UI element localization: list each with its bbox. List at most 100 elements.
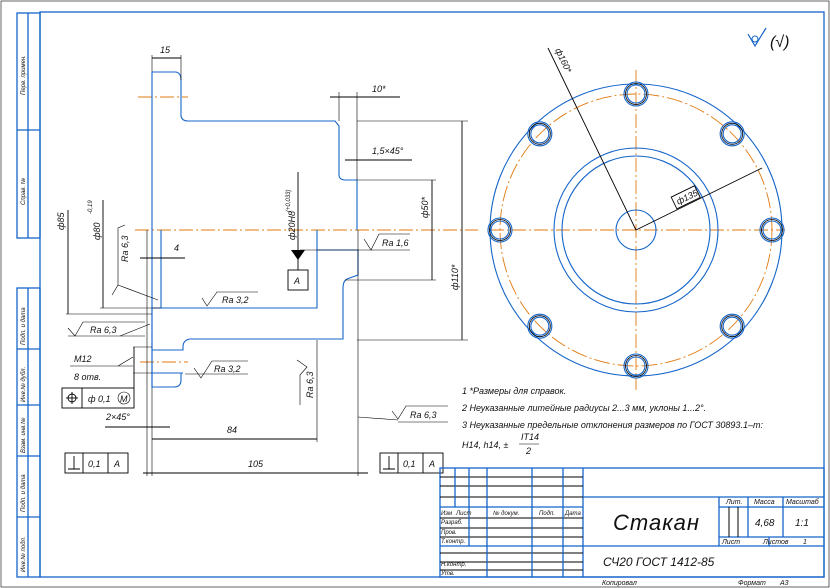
section-hatch-body [151, 249, 359, 351]
dim-160-line [547, 47, 637, 231]
copied-label: Копировал [602, 580, 637, 587]
bolt-hole [719, 313, 745, 339]
roughness-ra32-top: Ra 3,2 [222, 295, 249, 305]
dim-80-tolerance: -0,19 [88, 200, 94, 214]
technical-notes: 1 *Размеры для справок. 2 Неуказанные ли… [461, 386, 763, 456]
end-view: ф160* ф135 [487, 46, 785, 390]
col-izm: Изм [441, 511, 452, 517]
dim-105: 105 [248, 459, 264, 469]
dim-85: ф85 [56, 211, 66, 230]
col-date: Дата [564, 511, 581, 517]
stamp-sprav: Справ. № [20, 177, 27, 205]
center-bore [615, 209, 657, 251]
perp-left-value: 0,1 [88, 459, 101, 469]
roughness-ra63-right: Ra 6,3 [410, 410, 437, 420]
roughness-ra63-vertical: Ra 6,3 [305, 371, 315, 398]
sheets-label: Листов [762, 539, 789, 546]
format-label: Формат [738, 580, 766, 587]
perpendicularity-frame-left: 0,1 A [64, 452, 129, 474]
role-check: Пров. [441, 530, 457, 536]
side-stamp: Перв. примен. Справ. № Подп. и дата Инв.… [16, 12, 41, 578]
lit-label: Лит. [725, 499, 742, 506]
dim-4: 4 [174, 243, 179, 253]
dim-m12: M12 [74, 354, 92, 364]
outer-circle [489, 83, 783, 377]
dim-20: ф20H8 [287, 211, 297, 240]
dim-chamfer-2: 2×45° [105, 412, 130, 422]
sheet-label: Лист [721, 539, 740, 546]
note-fraction-denominator: 2 [525, 446, 531, 456]
bolt-hole [719, 121, 745, 147]
format-value: А3 [779, 580, 789, 587]
dim-160: ф160* [553, 46, 574, 74]
upper-outline [152, 71, 358, 230]
dim-110: ф110* [450, 264, 460, 290]
bolt-holes [487, 81, 785, 379]
position-modifier: M [120, 394, 128, 404]
roughness-marks: Ra 6,3 Ra 6,3 Ra 3,2 Ra 3,2 Ra 6,3 Ra 6,… [67, 27, 789, 423]
role-ncontrol: Н.контр. [441, 562, 466, 568]
role-tcontrol: Т.контр. [441, 539, 465, 545]
part-name: Стакан [613, 510, 700, 535]
position-value: ф 0,1 [88, 394, 111, 404]
stamp-vzam-inv: Взам. инв.№ [20, 417, 27, 453]
bolt-hole [759, 217, 785, 243]
note-3: 3 Неуказанные предельные отклонения разм… [462, 420, 763, 430]
mass-value: 4,68 [755, 518, 775, 529]
dim-135-line [635, 167, 763, 231]
dim-50: ф50* [420, 196, 430, 218]
inner-frame [39, 11, 825, 578]
perp-left-datum: A [113, 459, 120, 469]
note-1: 1 *Размеры для справок. [462, 386, 566, 396]
stamp-inv-podl: Инв.№ подл. [20, 536, 27, 572]
general-roughness-symbol: (√) [747, 27, 789, 51]
col-doc: № докум. [493, 510, 519, 517]
stamp-podp-data-2: Подп. и дата [21, 474, 27, 512]
dim-holes: 8 отв. [74, 372, 101, 382]
perpendicularity-icon [68, 456, 80, 470]
dim-chamfer-15: 1,5×45° [372, 146, 404, 156]
mass-label: Масса [754, 499, 775, 506]
bolt-circle [499, 93, 773, 367]
perp-right-datum: A [428, 459, 435, 469]
roughness-ra63-left: Ra 6,3 [90, 325, 117, 335]
stamp-podp-data-1: Подп. и дата [21, 307, 27, 345]
perp-right-value: 0,1 [403, 459, 416, 469]
datum-a: A [287, 250, 309, 291]
roughness-ra16: Ra 1,6 [382, 238, 409, 248]
general-roughness-text: (√) [770, 34, 789, 51]
position-tolerance-frame: ф 0,1 M [61, 387, 135, 409]
bolt-hole [527, 313, 553, 339]
sheets-value: 1 [803, 539, 807, 546]
dim-15: 15 [160, 45, 171, 55]
role-dev: Разраб. [441, 520, 463, 526]
roughness-ra32-low: Ra 3,2 [214, 364, 241, 374]
scale-value: 1:1 [795, 518, 809, 529]
dim-84: 84 [227, 425, 237, 435]
section-hatch-flange [151, 372, 182, 388]
perpendicularity-icon [383, 456, 395, 470]
datum-label: A [293, 276, 300, 286]
bolt-hole [623, 81, 649, 107]
dim-20-tolerance: (+0,033) [286, 189, 292, 212]
role-approve: Утв. [440, 571, 455, 577]
note-4: H14, h14, ± [462, 440, 509, 450]
section-view [135, 71, 478, 476]
bolt-hole [487, 217, 513, 243]
dimensions: 15 10* 1,5×45° ф110* ф50* ф20H8 (+0,033)… [56, 45, 468, 474]
part-material: СЧ20 ГОСТ 1412-85 [603, 555, 715, 569]
bolt-hole [527, 121, 553, 147]
col-list: Лист [455, 511, 471, 517]
note-fraction-numerator: IT14 [521, 432, 539, 442]
bolt-hole [623, 353, 649, 379]
roughness-ra63-vertical-left: Ra 6,3 [120, 235, 130, 262]
title-block: Изм Лист № докум. Подп. Дата Разраб. Про… [439, 467, 825, 587]
perpendicularity-frame-right: 0,1 A [379, 452, 444, 474]
dim-10: 10* [372, 84, 386, 94]
stamp-perv-primen: Перв. примен. [21, 55, 27, 95]
scale-label: Масштаб [786, 498, 820, 506]
note-2: 2 Неуказанные литейные радиусы 2...3 мм,… [461, 403, 706, 413]
col-sign: Подп. [539, 511, 555, 517]
